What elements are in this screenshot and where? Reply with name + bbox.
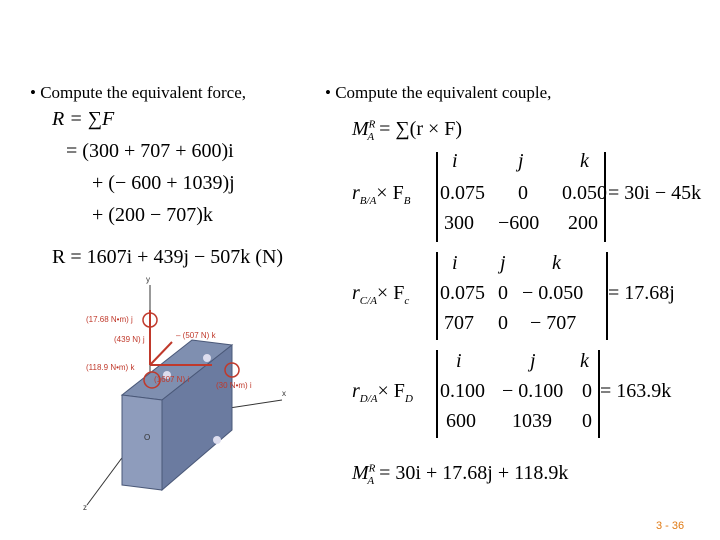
page-number: 3 - 36 [656, 520, 685, 532]
r-sub: B/A [359, 195, 377, 207]
label-couple-j: (17.68 N•m) j [86, 315, 133, 324]
label-couple-k: (118.9 N•m) k [86, 363, 135, 372]
right-bullet: • Compute the equivalent couple, [325, 83, 551, 103]
det-d-i: i [456, 350, 462, 372]
f-sub: c [404, 295, 410, 307]
det-d-j: j [530, 350, 536, 372]
det-d-r2c3: 0 [582, 410, 592, 432]
det-c-lhs: rC/A× Fc [352, 282, 409, 307]
det-c-i: i [452, 252, 458, 274]
det-d-result: = 163.9k [600, 380, 672, 402]
det-b-r1c1: 0.075 [440, 182, 485, 204]
r-symbol: r [352, 282, 360, 304]
eq-resultant-j: + (− 600 + 1039)j [92, 172, 235, 194]
det-b-right-bar [604, 152, 606, 242]
bullet-dot: • [325, 83, 336, 102]
f-symbol: × F [376, 282, 405, 304]
final-symbol: M [352, 462, 369, 484]
det-d-k: k [580, 350, 589, 372]
det-d-r1c1: 0.100 [440, 380, 485, 402]
det-b-i: i [452, 150, 458, 172]
det-d-r1c2: − 0.100 [502, 380, 564, 402]
r-sub: D/A [359, 393, 378, 405]
eq-equals: = [66, 140, 83, 162]
couple-symbol: M [352, 118, 369, 140]
couple-j-arc [142, 312, 158, 328]
couple-i-arc [224, 362, 240, 378]
axis-label-y: y [146, 275, 150, 284]
det-b-r2c3: 200 [568, 212, 598, 234]
right-bullet-text: Compute the equivalent couple, [335, 83, 552, 102]
det-c-r1c2: 0 [498, 282, 508, 304]
det-d-r1c3: 0 [582, 380, 592, 402]
det-d-r2c2: 1039 [512, 410, 552, 432]
final-sup: R [368, 462, 376, 475]
eq-resultant-k: + (200 − 707)k [92, 204, 213, 226]
det-b-j: j [518, 150, 524, 172]
det-d-r2c1: 600 [446, 410, 476, 432]
det-b-r2c2: −600 [498, 212, 540, 234]
det-b-lhs: rB/A× FB [352, 182, 410, 207]
left-bullet-text: Compute the equivalent force, [40, 83, 247, 102]
side-plate [161, 343, 233, 492]
hole-3 [213, 436, 221, 444]
couple-sub: A [367, 131, 375, 143]
r-symbol: r [352, 182, 360, 204]
f-symbol: × F [376, 182, 404, 204]
axis-label-x: x [282, 389, 286, 398]
hole-1 [163, 371, 171, 379]
det-c-left-bar [436, 252, 438, 340]
det-c-r2c1: 707 [444, 312, 474, 334]
label-force-k: – (507 N) k [176, 331, 217, 340]
eq-resultant-i: = (300 + 707 + 600)i [66, 140, 234, 163]
f-sub: D [404, 393, 413, 405]
front-plate [121, 394, 163, 491]
det-d-lhs: rD/A× FD [352, 380, 413, 405]
couple-k-arc [143, 371, 161, 389]
det-c-right-bar [606, 252, 608, 340]
det-b-result: = 30i − 45k [608, 182, 702, 204]
eq-couple-sum: MRA = ∑(r × F) [352, 118, 462, 143]
eq-resultant-sum: R = ∑F [52, 108, 115, 130]
det-b-k: k [580, 150, 589, 172]
det-c-r1c3: − 0.050 [522, 282, 584, 304]
det-b-r2c1: 300 [444, 212, 474, 234]
det-c-j: j [500, 252, 506, 274]
det-c-result: = 17.68j [608, 282, 675, 304]
det-c-r2c2: 0 [498, 312, 508, 334]
det-d-right-bar [598, 350, 600, 438]
det-c-r1c1: 0.075 [440, 282, 485, 304]
axis-label-z: z [83, 503, 87, 510]
f-sub: B [403, 195, 411, 207]
r-sub: C/A [359, 295, 377, 307]
r-symbol: r [352, 380, 360, 402]
label-force-j: (439 N) j [114, 335, 145, 344]
label-couple-i: (30 N•m) i [216, 381, 252, 390]
det-b-r1c2: 0 [518, 182, 528, 204]
f-symbol: × F [377, 380, 405, 402]
bracket-figure: (17.68 N•m) j (439 N) j – (507 N) k (118… [83, 275, 286, 510]
det-c-r2c3: − 707 [530, 312, 577, 334]
det-d-left-bar [436, 350, 438, 438]
det-b-left-bar [436, 152, 438, 242]
eq-i-term: (300 + 707 + 600)i [82, 140, 234, 162]
final-rhs: = 30i + 17.68j + 118.9k [379, 462, 569, 484]
left-bullet: • Compute the equivalent force, [30, 83, 246, 103]
final-sub: A [367, 475, 375, 487]
det-b-r1c3: 0.050 [562, 182, 607, 204]
eq-couple-final: MRA = 30i + 17.68j + 118.9k [352, 462, 568, 487]
force-k-arrow [149, 341, 173, 366]
hole-2 [203, 354, 211, 362]
bullet-dot: • [30, 83, 41, 102]
couple-rhs: = ∑(r × F) [379, 118, 463, 140]
couple-sup: R [368, 118, 376, 131]
origin-label: O [144, 433, 150, 442]
label-force-i: (1607 N) i [154, 375, 189, 384]
det-c-k: k [552, 252, 561, 274]
eq-resultant-final: R = 1607i + 439j − 507k (N) [52, 246, 284, 268]
